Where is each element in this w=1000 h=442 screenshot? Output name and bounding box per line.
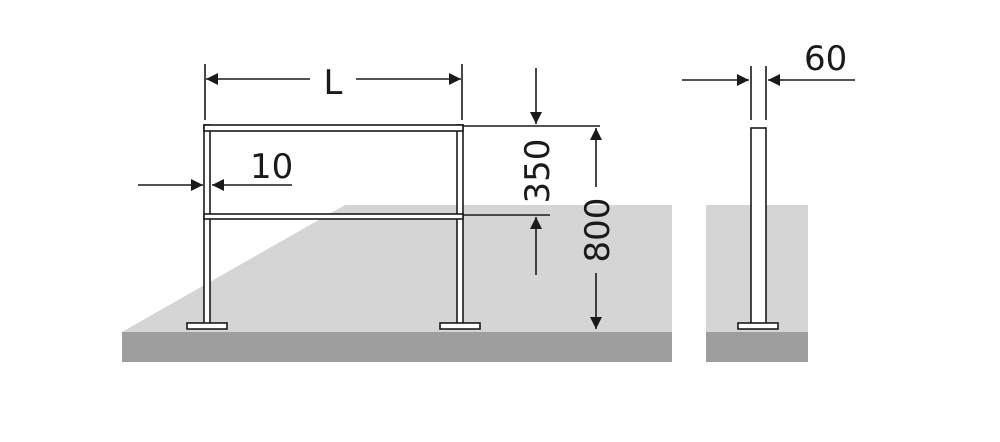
right-post: [456, 124, 464, 326]
side-post: [737, 127, 779, 330]
dimension-length: [204, 64, 463, 120]
dimension-tube-label: 10: [250, 147, 293, 187]
dimension-post-width: [682, 66, 855, 120]
dimension-height-label: 800: [578, 198, 618, 263]
side-view-ground: [706, 332, 808, 362]
left-post: [203, 124, 211, 326]
side-post-tube: [750, 127, 767, 326]
front-view-ground: [122, 332, 672, 362]
middle-rail: [203, 213, 464, 220]
dimension-spacing-label: 350: [518, 139, 558, 204]
dimension-spacing: [463, 68, 600, 275]
dimension-post-width-label: 60: [804, 39, 847, 79]
left-base-plate: [186, 322, 228, 330]
front-view-surface: [122, 205, 672, 332]
dimension-length-label: L: [324, 63, 343, 103]
top-rail: [203, 124, 464, 132]
railing-frame: [186, 124, 481, 330]
right-base-plate: [439, 322, 481, 330]
side-base-plate: [737, 322, 779, 330]
